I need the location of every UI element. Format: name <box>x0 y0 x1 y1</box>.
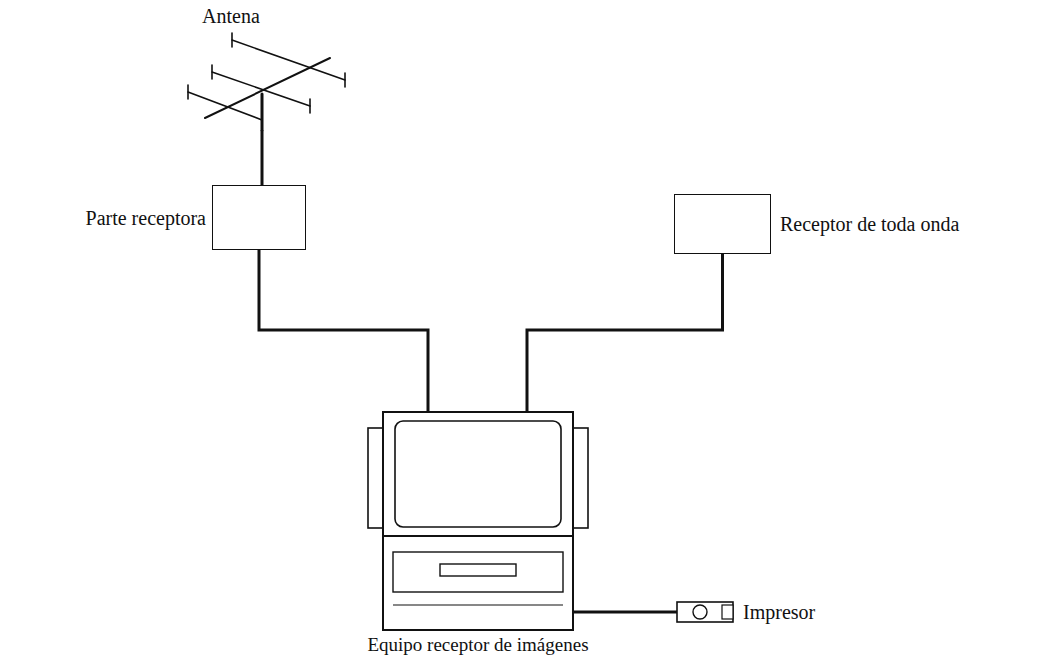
antenna-tick <box>344 73 346 87</box>
tv-speaker <box>573 428 588 528</box>
tv-speaker <box>368 428 383 528</box>
connection-wire <box>259 250 428 412</box>
cabinet-line <box>393 604 563 605</box>
tv-drawing <box>368 412 588 630</box>
part-label: Parte receptora <box>86 206 206 229</box>
antenna-mast <box>261 94 264 130</box>
image-receiver: Equipo receptor de imágenes <box>383 412 573 630</box>
connection-wire <box>261 130 264 185</box>
antenna: Antena <box>180 30 350 130</box>
printer-drawing <box>677 602 733 622</box>
part-label: Antena <box>202 5 260 28</box>
antenna-element <box>188 92 262 120</box>
all-wave-receiver-box: Receptor de toda onda <box>674 194 771 254</box>
antenna-tick <box>211 65 213 79</box>
vcr-panel <box>393 552 563 592</box>
tv-frame <box>383 412 573 536</box>
antenna-tick <box>187 85 189 99</box>
receiver-box: Parte receptora <box>212 185 306 250</box>
vcr-slot <box>440 564 516 576</box>
tv-screen <box>395 421 561 527</box>
antenna-tick <box>309 99 311 113</box>
part-label: Receptor de toda onda <box>780 213 959 236</box>
antenna-drawing <box>188 33 345 130</box>
connection-wire <box>573 611 677 614</box>
printer: Impresor <box>677 598 733 626</box>
antenna-element <box>232 40 345 80</box>
printer-body <box>677 602 733 622</box>
part-label: Impresor <box>743 601 815 624</box>
antenna-tick <box>231 33 233 47</box>
tv-cabinet <box>383 536 573 630</box>
antenna-boom <box>205 58 330 118</box>
part-label: Equipo receptor de imágenes <box>367 634 588 656</box>
connection-wire <box>527 254 723 412</box>
printer-roller <box>693 605 707 619</box>
printer-head <box>722 605 733 619</box>
